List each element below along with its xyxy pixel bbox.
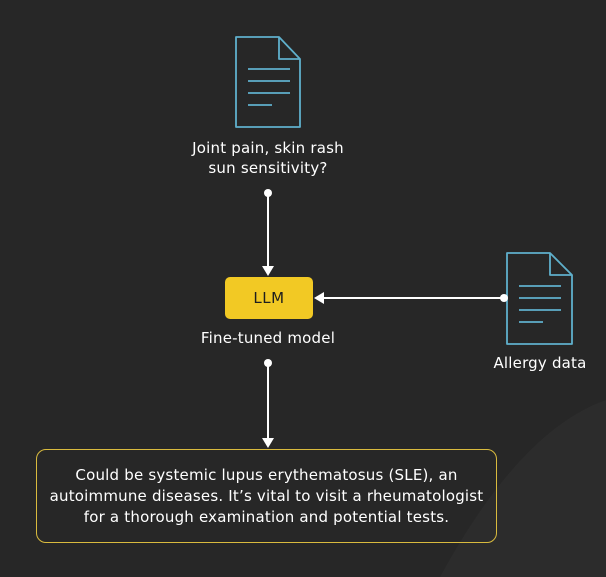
model-answer-box: Could be systemic lupus erythematosus (S… (36, 449, 497, 543)
answer-line: Could be systemic lupus erythematosus (S… (75, 465, 458, 484)
arrow-input-to-model (262, 189, 274, 276)
document-icon (235, 36, 301, 128)
llm-model-box: LLM (225, 277, 313, 319)
answer-line: autoimmune diseases. It’s vital to visit… (49, 486, 484, 505)
answer-line: for a thorough examination and potential… (83, 507, 450, 526)
document-icon (506, 252, 573, 345)
model-caption: Fine-tuned model (200, 329, 336, 347)
llm-label: LLM (253, 289, 285, 307)
input-query-line: Joint pain, skin rash (192, 139, 344, 157)
arrow-context-to-model (314, 292, 508, 304)
arrow-model-to-output (262, 359, 274, 448)
input-query-line: sun sensitivity? (208, 159, 328, 177)
input-query-text: Joint pain, skin rash sun sensitivity? (158, 138, 378, 178)
allergy-data-caption: Allergy data (493, 354, 587, 372)
